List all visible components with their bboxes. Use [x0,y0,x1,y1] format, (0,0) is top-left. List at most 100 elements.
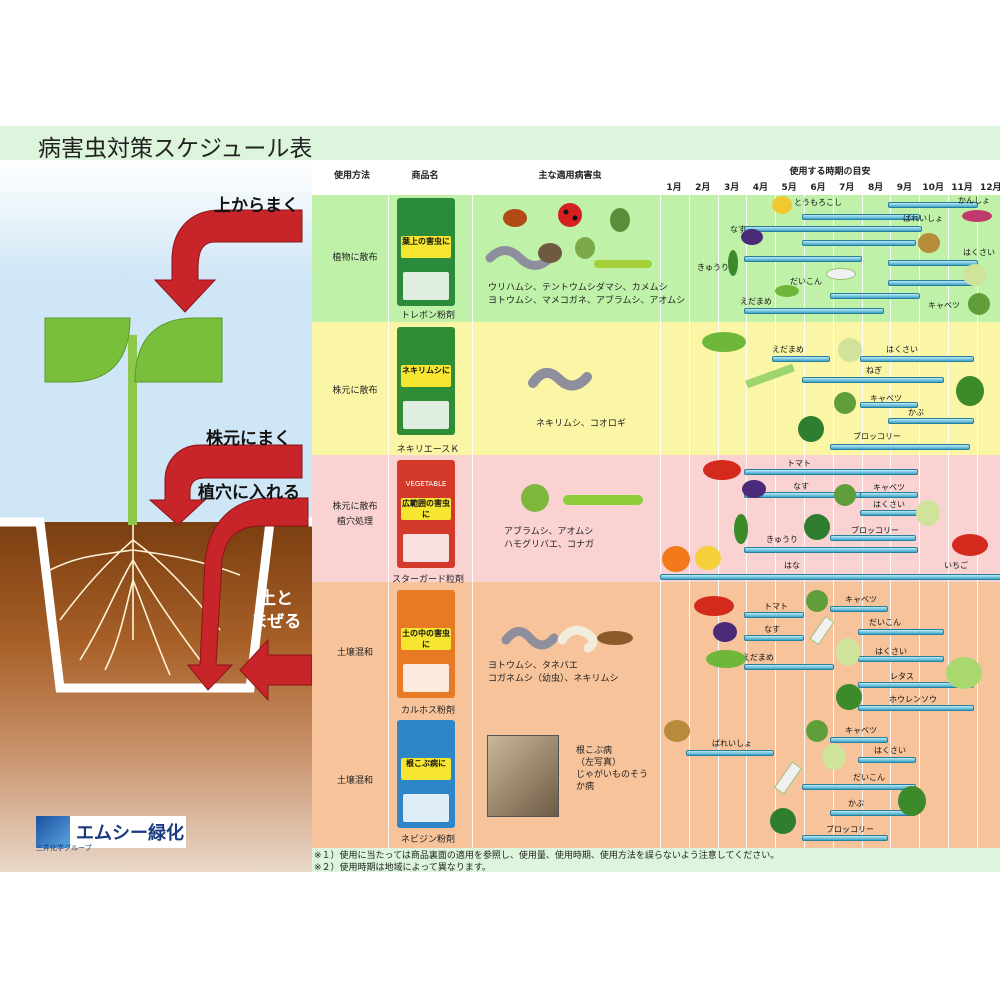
crop-label: なす [793,482,809,491]
month-header: 6月 [810,183,826,193]
cabbage-icon [834,484,856,506]
crop-label: トマト [764,602,788,611]
month-header: 5月 [781,183,797,193]
schedule-bar [802,214,920,220]
logo-name: エムシー緑化 [76,823,184,844]
grid-line [472,195,473,848]
crop-label: キャベツ [873,483,905,492]
schedule-bar [860,402,918,408]
label-mix-soil: 土と まぜる [250,589,302,632]
table-header [312,160,1000,194]
month-header: 10月 [922,183,944,193]
crop-label: ばれいしょ [712,739,752,748]
header-period: 使用する時期の目安 [789,167,871,177]
cutworm-icon [501,627,559,650]
pests-1: ウリハムシ、テントウムシダマシ、カメムシ ヨトウムシ、マメコガネ、アブラムシ、ア… [488,283,686,306]
tomato-icon [703,460,741,480]
crop-label: えだまめ [740,297,772,306]
tomato-icon [694,596,734,616]
right-leaf [134,317,223,383]
application-diagram [0,209,312,702]
grid-line [890,195,892,848]
flower-icon [662,546,690,572]
chinese-cabbage-icon [836,638,860,666]
crop-label: トマト [787,459,811,468]
schedule-bar [802,784,916,790]
schedule-bar [888,418,974,424]
chinese-cabbage-icon [916,500,940,526]
schedule-bar [830,444,970,450]
schedule-bar [888,202,978,208]
beetle-icon [610,208,630,232]
aphid-icon [575,237,595,259]
schedule-bar [744,612,804,618]
month-header: 8月 [867,183,884,193]
crop-label: とうもろこし [794,198,842,207]
stem [128,335,137,525]
cutworm-icon [485,246,555,270]
arrow-to-base [148,444,303,526]
schedule-bar [802,240,916,246]
crop-label: はくさい [963,248,995,257]
edamame-icon [775,285,799,297]
schedule-bar [744,635,804,641]
crop-label: えだまめ [772,345,804,354]
product-package-1: 葉上の害虫に [397,198,455,306]
product-package-4: 土の中の害虫に [397,590,455,698]
crop-label: はな [784,561,800,570]
footnote-1: ※１）使用に当たっては商品裏面の適用を参照し、使用量、使用時期、使用方法を誤らな… [314,851,780,861]
crop-label: だいこん [853,773,885,782]
grid-line [775,195,777,848]
corn-icon [772,196,792,214]
month-header: 12月 [980,183,1000,193]
left-leaf [44,317,131,383]
crop-label: だいこん [790,277,822,286]
chinese-cabbage-icon [838,338,862,362]
grid-line [976,195,978,848]
schedule-bar [772,356,830,362]
schedule-bar [858,705,974,711]
crop-label: はくさい [875,647,907,656]
clubroot-photo [487,735,559,817]
aphid-icon [521,484,549,512]
month-header: 11月 [951,183,973,193]
page-title: 病害虫対策スケジュール表 [38,136,313,162]
header-product: 商品名 [411,171,439,181]
pest-illustrations-2 [528,368,592,391]
schedule-bar [830,606,888,612]
ladybug-icon [558,203,582,227]
cabbage-icon [834,392,856,414]
potato-icon [918,233,940,253]
footnote-2: ※２）使用時期は地域によって異なります。 [314,863,491,873]
product-package-2: ネキリムシに [397,327,455,435]
logo-mark-icon [36,816,70,848]
cutworm-icon [528,368,592,391]
schedule-bar [860,510,918,516]
month-header: 3月 [723,183,740,193]
product-name-2: ネキリエースＫ [396,445,460,455]
edamame-icon [706,650,746,668]
pests-4: ヨトウムシ、タネバエ コガネムシ（幼虫）、ネキリムシ [488,661,619,684]
logo: エムシー緑化 [36,816,186,848]
cricket-icon [597,631,633,645]
cabbage-icon [806,720,828,742]
pests-5: 根こぶ病 （左写真） じゃがいものそう か病 [576,746,649,792]
crop-label: はくさい [873,500,905,509]
footnotes-bg [312,848,1000,872]
crop-label: キャベツ [928,301,960,310]
method-3: 株元に散布 植穴処理 [332,502,378,527]
schedule-bar [858,656,944,662]
cucumber-icon [728,250,738,276]
product-name-4: カルホス粉剤 [400,706,455,716]
grid-line [660,195,661,848]
product-package-5: 根こぶ病に [397,720,455,828]
schedule-bar [744,226,922,232]
method-5: 土壌混和 [336,776,373,786]
pests-2: ネキリムシ、コオロギ [536,419,626,429]
schedule-bar [802,377,944,383]
crop-label: キャベツ [870,394,902,403]
turnip-icon [898,786,926,816]
flower-icon [695,546,721,570]
title-bar [0,126,1000,160]
strawberry-icon [952,534,988,556]
